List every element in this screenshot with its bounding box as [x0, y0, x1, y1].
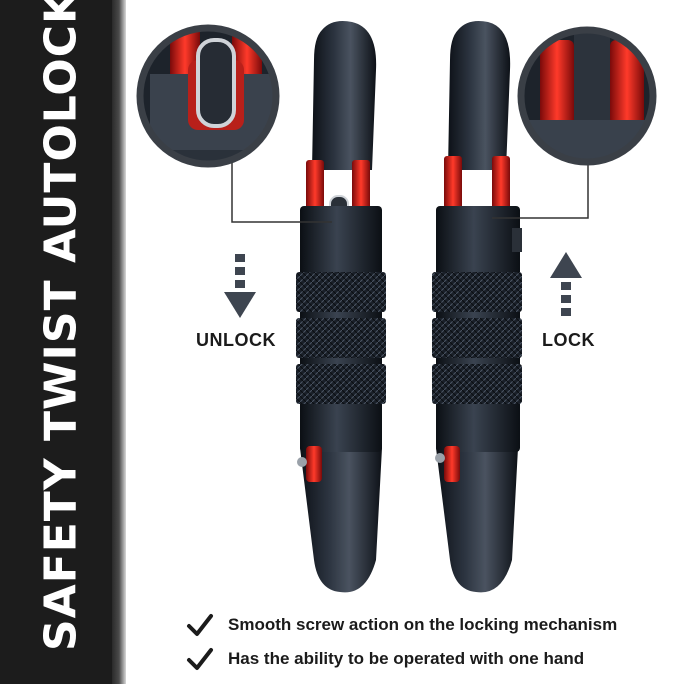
side-banner-edge	[112, 0, 126, 684]
lock-label: LOCK	[542, 330, 595, 350]
side-banner	[0, 0, 122, 684]
arrow-down-icon	[224, 254, 256, 318]
zoom-detail-right	[517, 26, 657, 166]
checkmark-icon	[187, 614, 213, 636]
feature-item: Smooth screw action on the locking mecha…	[186, 608, 617, 642]
feature-item: Has the ability to be operated with one …	[186, 642, 617, 676]
carabiner-right	[432, 21, 522, 593]
carabiner-left	[296, 21, 386, 593]
zoom-detail-left	[136, 24, 280, 168]
feature-text: Has the ability to be operated with one …	[228, 649, 585, 668]
arrow-up-icon	[550, 252, 582, 316]
unlock-label: UNLOCK	[196, 330, 276, 350]
feature-list: Smooth screw action on the locking mecha…	[186, 608, 617, 676]
feature-text: Smooth screw action on the locking mecha…	[228, 615, 618, 634]
checkmark-icon	[187, 648, 213, 670]
leader-lines	[231, 160, 589, 223]
